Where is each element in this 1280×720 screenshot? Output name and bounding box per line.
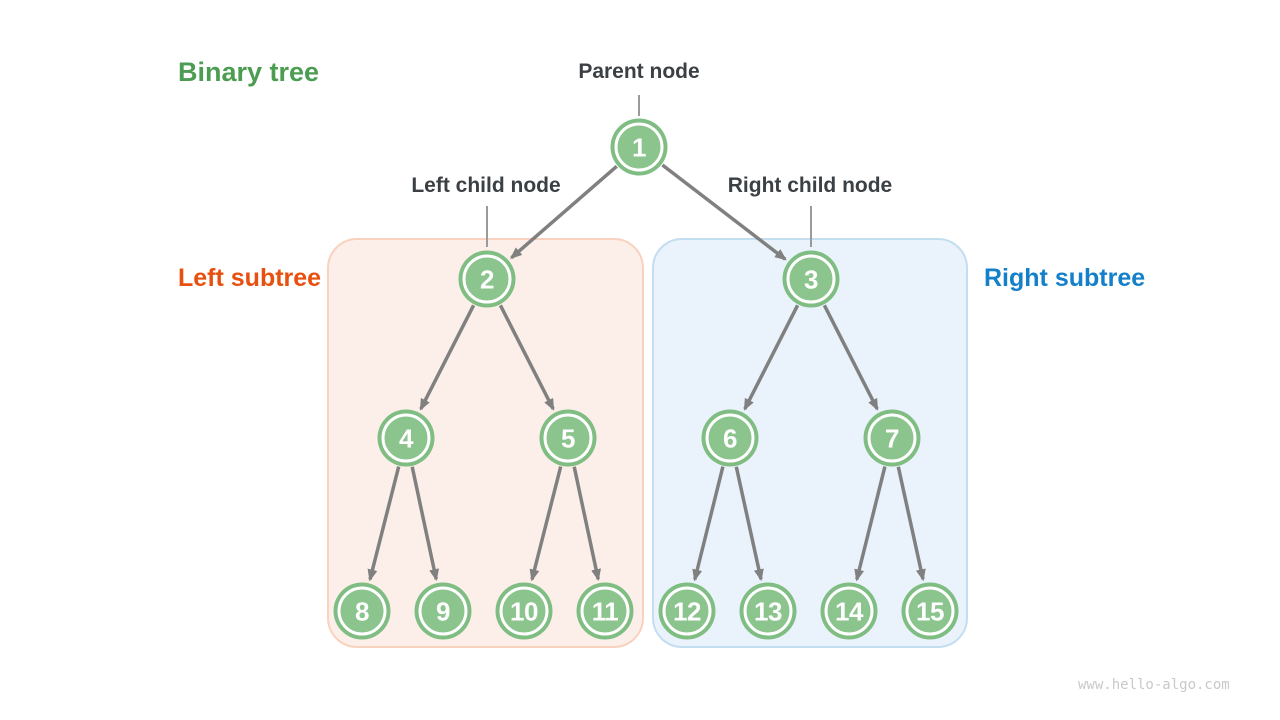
- tree-node-3: 3: [786, 254, 836, 304]
- tree-node-1: 1: [614, 122, 664, 172]
- right-child-node-label: Right child node: [727, 174, 893, 197]
- tree-node-13: 13: [743, 586, 793, 636]
- tree-node-5: 5: [543, 413, 593, 463]
- tree-node-4: 4: [381, 413, 431, 463]
- tree-node-12: 12: [662, 586, 712, 636]
- tree-node-7: 7: [867, 413, 917, 463]
- left-child-node-label: Left child node: [411, 174, 561, 197]
- tree-node-14: 14: [824, 586, 874, 636]
- watermark: www.hello-algo.com: [1078, 677, 1230, 693]
- tree-node-8: 8: [337, 586, 387, 636]
- parent-node-label: Parent node: [578, 60, 700, 83]
- tree-node-2: 2: [462, 254, 512, 304]
- tree-node-6: 6: [705, 413, 755, 463]
- tree-node-10: 10: [499, 586, 549, 636]
- left-subtree-label: Left subtree: [178, 264, 322, 292]
- tree-node-15: 15: [905, 586, 955, 636]
- tree-node-9: 9: [418, 586, 468, 636]
- diagram-title: Binary tree: [178, 57, 320, 87]
- tree-node-11: 11: [580, 586, 630, 636]
- right-subtree-label: Right subtree: [984, 264, 1146, 292]
